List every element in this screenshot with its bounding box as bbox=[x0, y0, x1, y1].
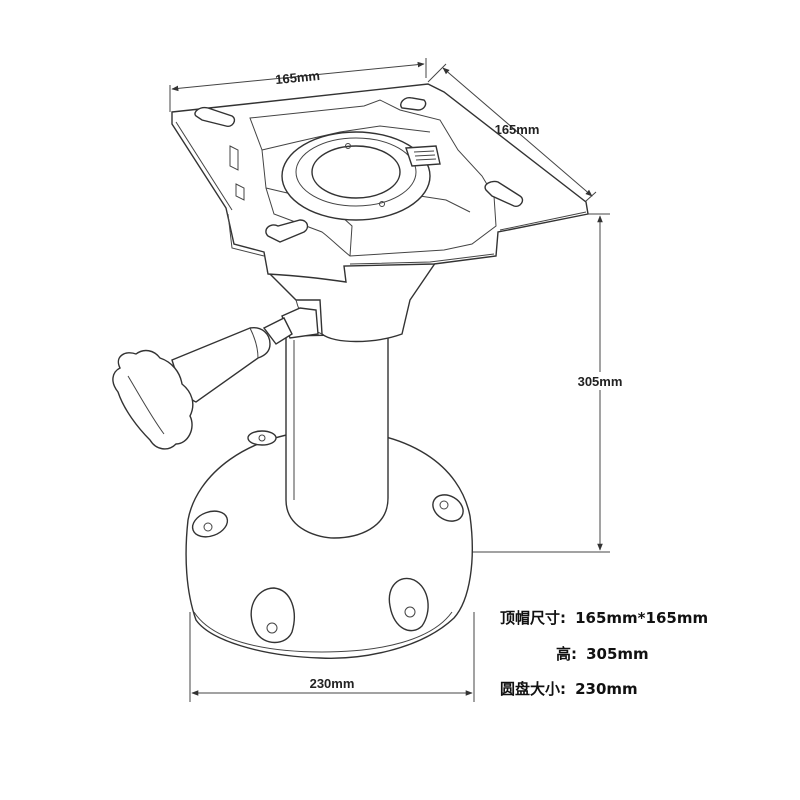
dimension-label-top-depth: 165mm bbox=[495, 122, 540, 137]
dimension-label-top-width: 165mm bbox=[275, 68, 321, 87]
spec-value-cap-size: 165mm*165mm bbox=[575, 609, 708, 627]
dimension-label-height: 305mm bbox=[578, 374, 623, 389]
plate-slot-top-right bbox=[400, 96, 427, 111]
dimension-top-depth: 165mm bbox=[427, 63, 597, 211]
plate-slot-bottom-left bbox=[265, 219, 309, 243]
base-slot-top bbox=[247, 430, 277, 446]
spec-list: 顶帽尺寸: 165mm*165mm 高: 305mm 圆盘大小: 230mm bbox=[500, 608, 708, 698]
spec-value-disc-size: 230mm bbox=[575, 680, 638, 698]
plate-slot-bottom-right bbox=[484, 180, 524, 208]
base-slot-bottom-left bbox=[250, 587, 295, 644]
column bbox=[285, 333, 389, 539]
base-slot-bottom-right bbox=[388, 577, 429, 632]
dimension-base-diameter: 230mm bbox=[189, 612, 475, 702]
swivel-top-plate bbox=[171, 83, 589, 283]
plate-slot-top-left bbox=[194, 106, 236, 128]
adjustment-lever bbox=[171, 317, 293, 403]
latch-grill bbox=[405, 145, 441, 167]
spec-label-height: 高: bbox=[556, 645, 577, 663]
spec-value-height: 305mm bbox=[586, 645, 649, 663]
spec-label-disc-size: 圆盘大小: bbox=[500, 680, 566, 698]
dimension-top-width: 165mm bbox=[169, 58, 427, 112]
base-slot-left bbox=[191, 510, 229, 538]
spec-row-cap-size: 顶帽尺寸: 165mm*165mm bbox=[500, 608, 708, 627]
base-slot-right bbox=[432, 494, 464, 522]
dimension-label-base-diameter: 230mm bbox=[310, 676, 355, 691]
spec-row-disc-size: 圆盘大小: 230mm bbox=[500, 679, 638, 698]
base-plate bbox=[185, 429, 473, 659]
spec-label-cap-size: 顶帽尺寸: bbox=[500, 609, 566, 627]
spec-row-height: 高: 305mm bbox=[556, 644, 649, 663]
lever-knob bbox=[112, 349, 194, 450]
dimension-height: 305mm bbox=[470, 213, 632, 553]
